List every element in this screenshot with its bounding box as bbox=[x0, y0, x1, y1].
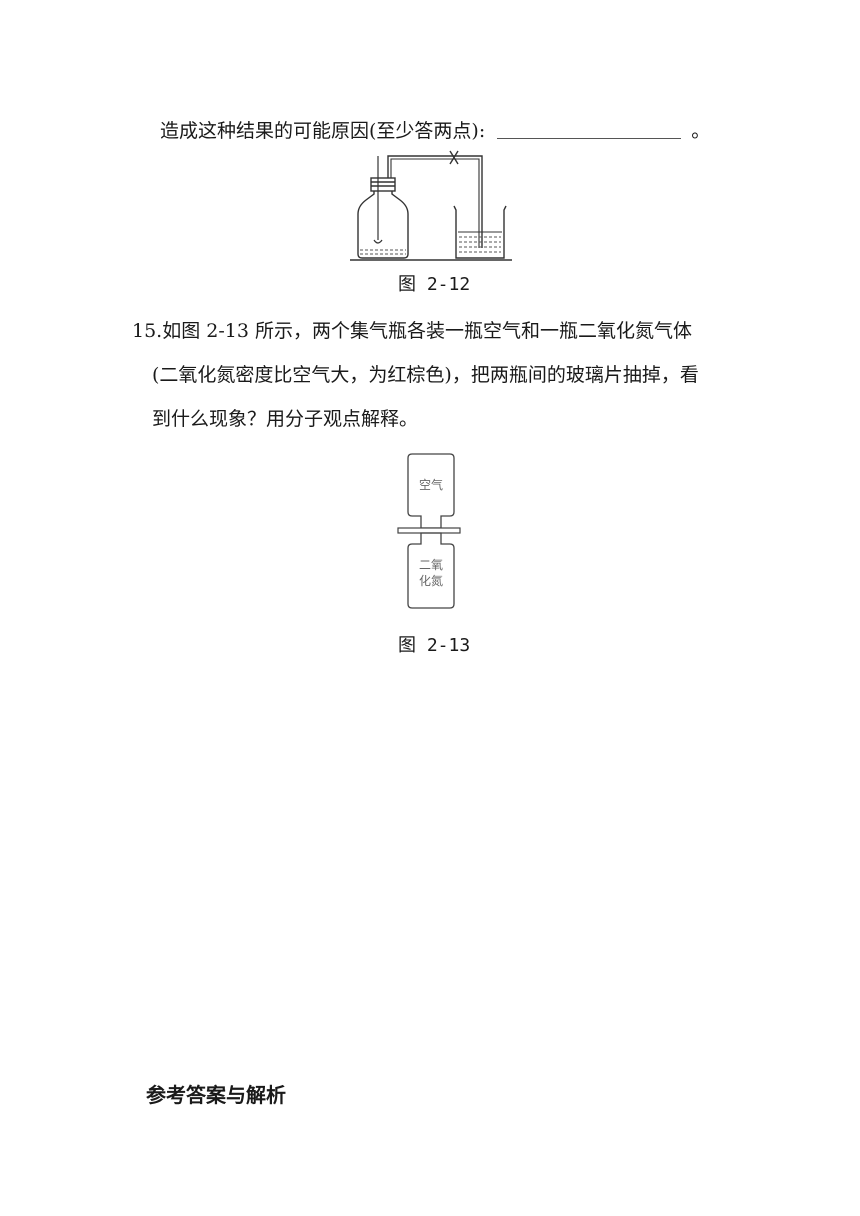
bottom-bottle-label-2: 化氮 bbox=[419, 573, 443, 588]
figure-2-13-caption: 图 2-13 bbox=[398, 635, 471, 656]
gas-collection-apparatus-diagram bbox=[350, 150, 512, 261]
q14-end-mark: 。 bbox=[691, 120, 711, 142]
q15-text-3: 到什么现象？用分子观点解释。 bbox=[152, 408, 419, 430]
q15-text-2: (二氧化氮密度比空气大，为红棕色)，把两瓶间的玻璃片抽掉，看 bbox=[152, 364, 699, 386]
q15-text-1: 如图 2-13 所示，两个集气瓶各装一瓶空气和一瓶二氧化氮气体 bbox=[162, 320, 692, 342]
q14-prompt: 造成这种结果的可能原因(至少答两点): bbox=[160, 120, 486, 142]
figure-2-12 bbox=[348, 148, 516, 264]
q14-reason-line: 造成这种结果的可能原因(至少答两点): 。 bbox=[160, 118, 710, 144]
q15-number: 15. bbox=[132, 320, 163, 342]
q15-line-3: 到什么现象？用分子观点解释。 bbox=[152, 406, 418, 432]
top-bottle-label: 空气 bbox=[419, 477, 443, 492]
q14-answer-blank[interactable] bbox=[497, 120, 682, 139]
figure-2-13: 空气 二氧 化氮 bbox=[396, 452, 466, 612]
q15-line-2: (二氧化氮密度比空气大，为红棕色)，把两瓶间的玻璃片抽掉，看 bbox=[152, 362, 699, 388]
q15-line-1: 15.如图 2-13 所示，两个集气瓶各装一瓶空气和一瓶二氧化氮气体 bbox=[132, 318, 692, 344]
answers-heading: 参考答案与解析 bbox=[146, 1083, 286, 1107]
two-gas-jars-diagram: 空气 二氧 化氮 bbox=[397, 453, 461, 609]
figure-2-12-caption: 图 2-12 bbox=[398, 274, 471, 295]
bottom-bottle-label-1: 二氧 bbox=[419, 558, 443, 572]
